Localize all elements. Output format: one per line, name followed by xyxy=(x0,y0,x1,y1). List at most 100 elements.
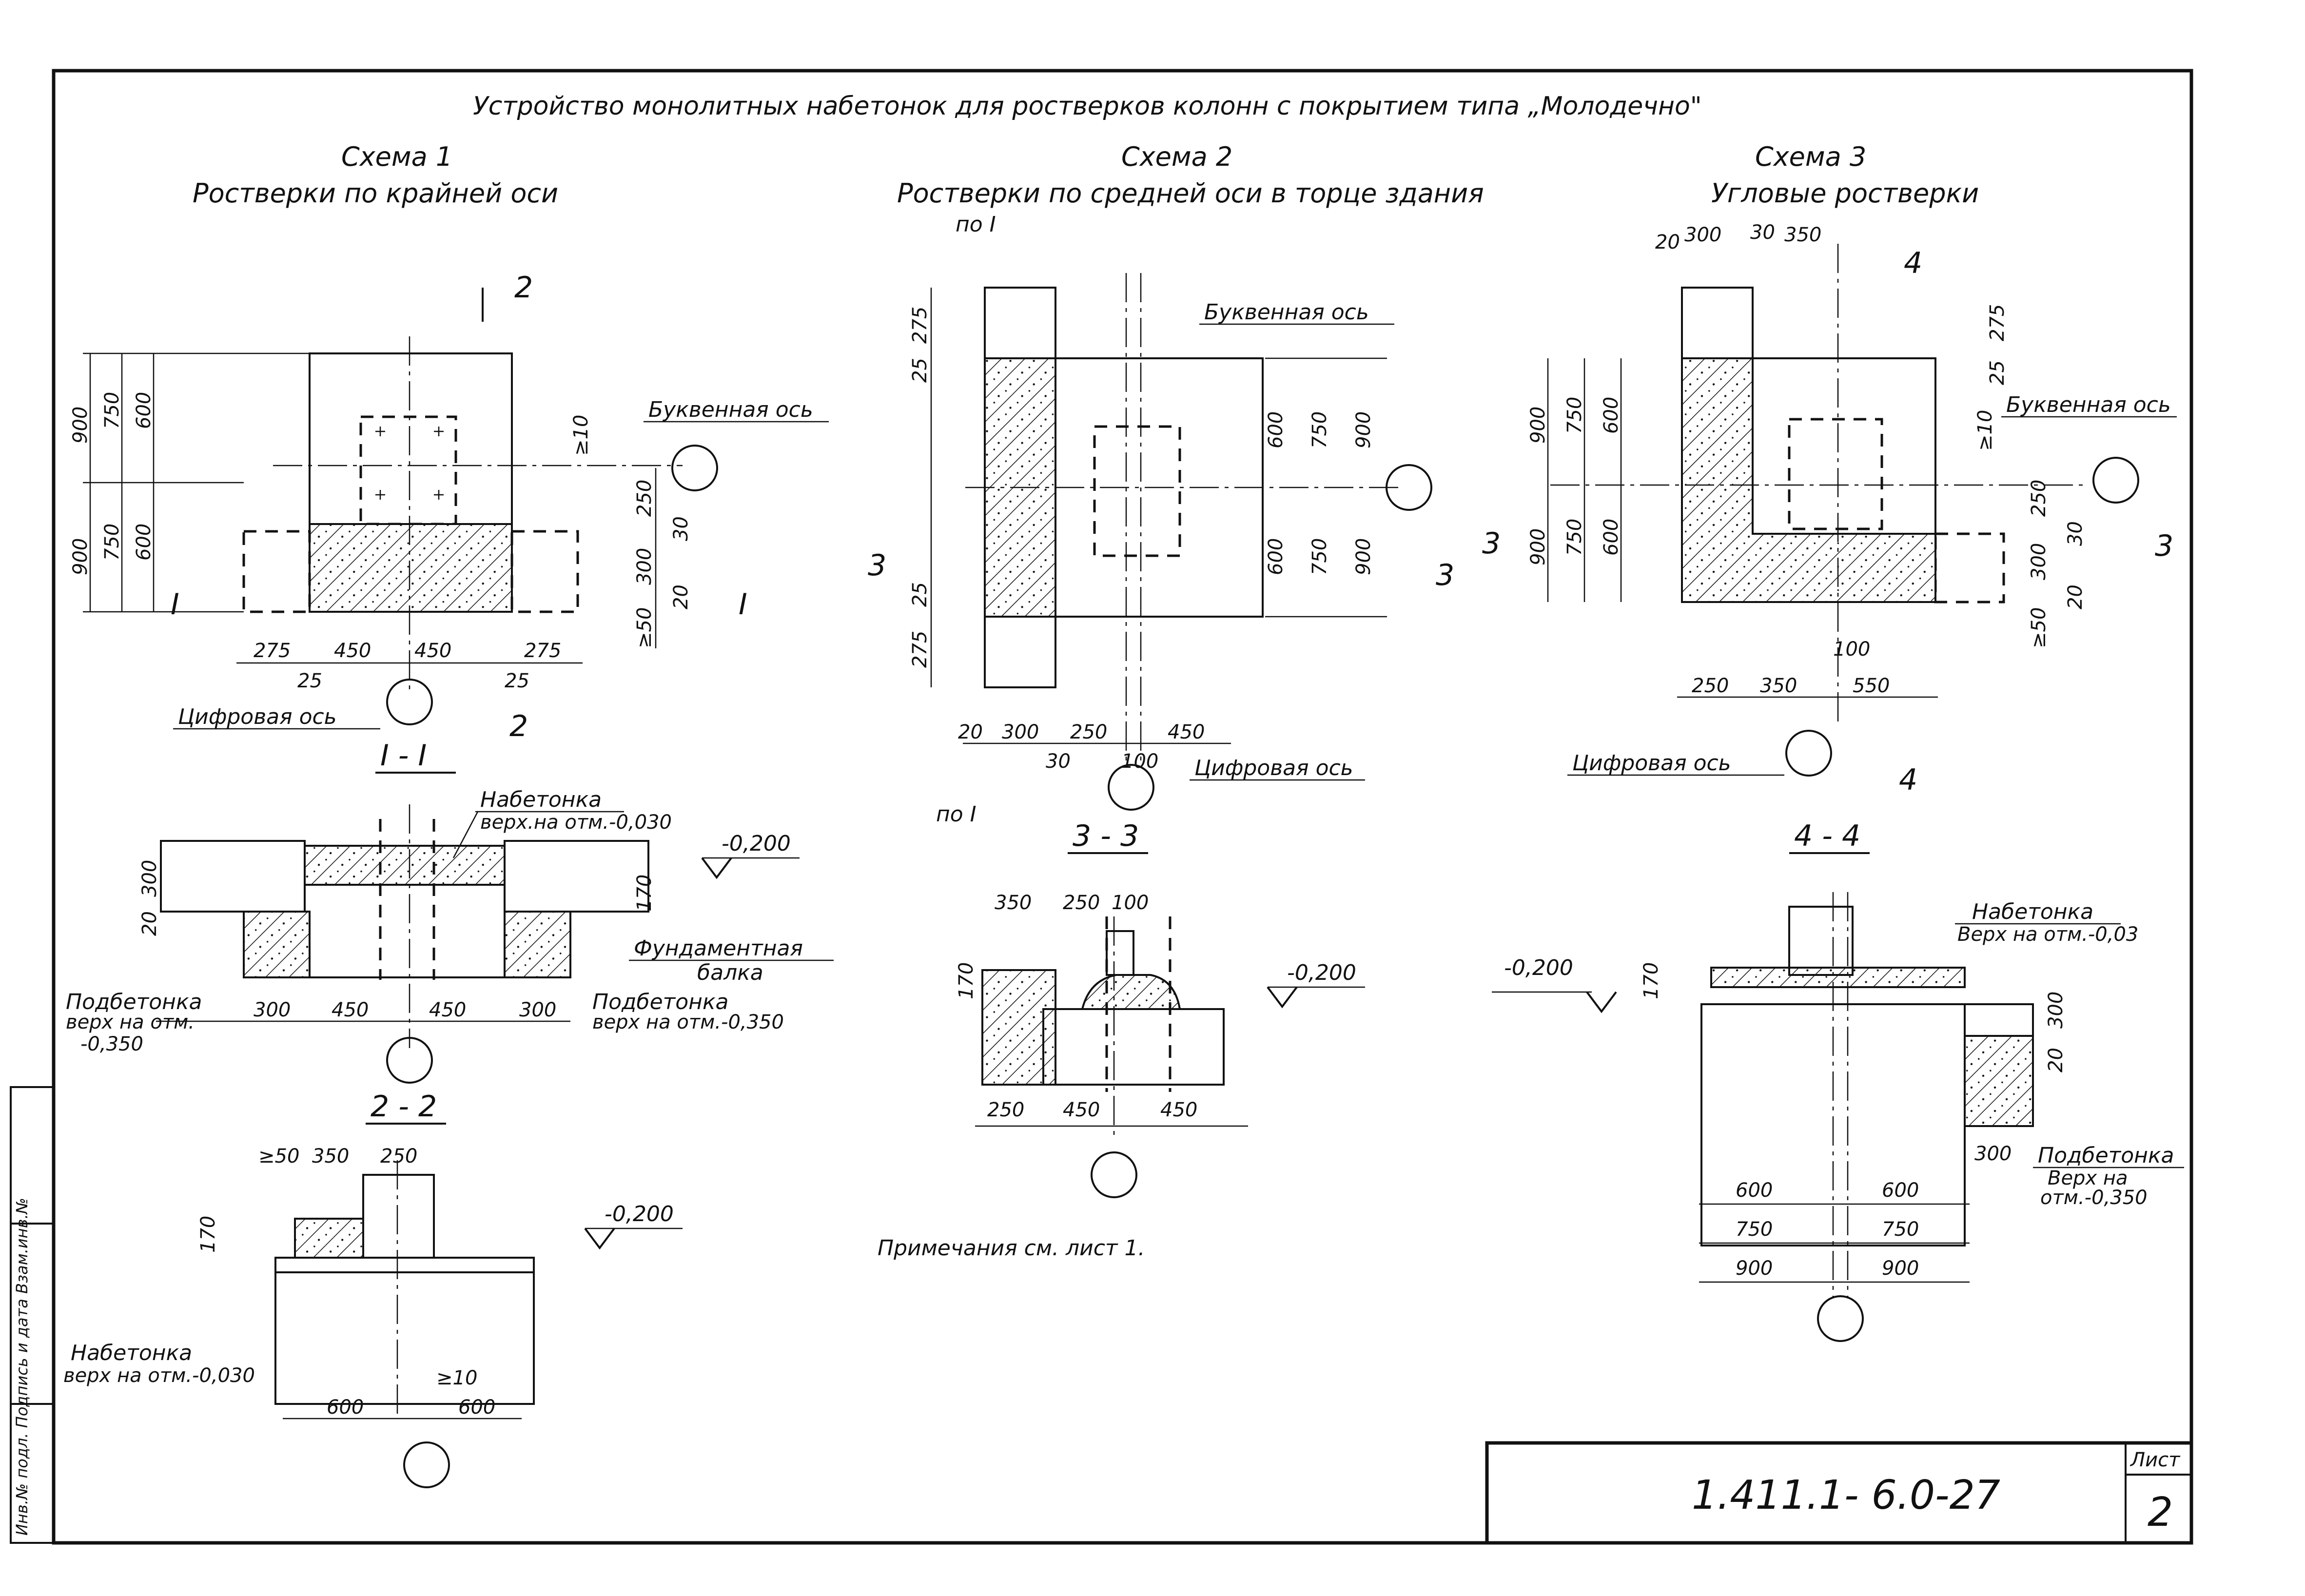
section-mark-4: 4 xyxy=(1899,763,1917,797)
dim-20: 20 xyxy=(2045,1048,2067,1072)
dim-900: 900 xyxy=(1352,538,1375,575)
dim-450: 450 xyxy=(414,640,451,662)
scheme-1-subtitle: Ростверки по крайней оси xyxy=(193,178,558,209)
dim-ge10: ≥10 xyxy=(1974,410,1996,451)
podbetonka-label: Подбетонка xyxy=(2038,1143,2174,1168)
section-I-I: I - I 300 450 450 300 300 20 170 Набетон… xyxy=(66,739,834,1084)
digit-axis-bubble xyxy=(1091,1151,1137,1198)
dim-900: 900 xyxy=(1352,411,1375,448)
level-mark: -0,200 xyxy=(605,1202,674,1226)
scheme-3-plan: 900 750 600 900 750 600 20 300 30 350 27… xyxy=(1482,221,2177,797)
digit-axis-label: Цифровая ось xyxy=(1194,756,1353,780)
dim-25: 25 xyxy=(909,358,931,383)
scheme-2-subtitle: Ростверки по средней оси в торце здания xyxy=(897,178,1484,209)
section-3-3-label: 3 - 3 xyxy=(1073,819,1139,853)
dim-600: 600 xyxy=(133,392,155,429)
dim-100: 100 xyxy=(1121,750,1158,773)
letter-axis-label: Буквенная ось xyxy=(648,397,813,422)
dim-900: 900 xyxy=(69,407,92,444)
dim-750: 750 xyxy=(1563,519,1586,556)
dim-100: 100 xyxy=(1112,892,1149,914)
scheme-3-subtitle: Угловые ростверки xyxy=(1711,178,1979,209)
dim-900: 900 xyxy=(1882,1257,1919,1280)
dim-20: 20 xyxy=(958,721,983,743)
dim-600: 600 xyxy=(327,1396,364,1419)
dim-750: 750 xyxy=(1563,397,1586,434)
section-mark-3: 3 xyxy=(1482,526,1501,561)
dim-300: 300 xyxy=(254,999,291,1021)
dim-250: 250 xyxy=(987,1099,1024,1121)
dim-ge10: ≥10 xyxy=(436,1367,477,1389)
letter-axis-bubble xyxy=(1386,464,1432,511)
podbetonka-label: Подбетонка xyxy=(66,990,202,1014)
nabetonka-label: Набетонка xyxy=(71,1341,192,1365)
section-mark-3: 3 xyxy=(2155,529,2173,563)
dim-250: 250 xyxy=(1063,892,1100,914)
section-4-4-label: 4 - 4 xyxy=(1794,819,1860,853)
dim-600: 600 xyxy=(1600,397,1622,434)
dim-ge50: ≥50 xyxy=(2028,607,2050,648)
dim-275: 275 xyxy=(524,640,561,662)
podbetonka-top-label: -0,350 xyxy=(80,1033,143,1055)
level-mark: -0,200 xyxy=(1504,955,1573,980)
dim-20: 20 xyxy=(670,584,692,609)
dim-30: 30 xyxy=(1046,750,1071,773)
section-4-4: 4 - 4 Набетонка Верх на отм.-0,03 -0,200… xyxy=(1492,819,2184,1342)
dim-450: 450 xyxy=(334,640,371,662)
dim-30: 30 xyxy=(1750,221,1775,244)
title-block: 1.411.1- 6.0-27 Лист 2 xyxy=(1485,1441,2193,1545)
dim-300: 300 xyxy=(1684,224,1721,246)
dim-750: 750 xyxy=(1882,1218,1919,1241)
dim-250: 250 xyxy=(380,1145,417,1168)
nabetonka-label: Набетонка xyxy=(480,787,602,812)
dim-450: 450 xyxy=(429,999,466,1021)
dim-600: 600 xyxy=(1736,1179,1773,1202)
dim-300: 300 xyxy=(1002,721,1039,743)
side-strip: Инв.№ подл. Подпись и дата Взам.инв.№ xyxy=(10,1086,55,1544)
dim-600: 600 xyxy=(1265,411,1287,448)
dim-170: 170 xyxy=(633,875,656,912)
dim-300: 300 xyxy=(2045,992,2067,1029)
dim-25: 25 xyxy=(505,670,529,692)
dim-170: 170 xyxy=(197,1216,219,1253)
digit-axis-bubble xyxy=(1785,730,1832,777)
digit-axis-label: Цифровая ось xyxy=(1572,751,1731,776)
dim-600: 600 xyxy=(1600,519,1622,556)
dim-350: 350 xyxy=(1784,224,1821,246)
section-mark-I: I xyxy=(739,587,747,622)
sheet-title: Устройство монолитных набетонок для рост… xyxy=(473,92,1702,121)
dim-25: 25 xyxy=(909,582,931,607)
sheet-frame xyxy=(52,69,2193,1545)
podbetonka-top-label: Верх на xyxy=(2048,1167,2128,1189)
letter-axis-label: Буквенная ось xyxy=(1204,300,1369,325)
dim-300: 300 xyxy=(2028,543,2050,580)
section-I-I-label: I - I xyxy=(380,739,427,773)
dim-350: 350 xyxy=(995,892,1032,914)
po-I-label: по I xyxy=(936,802,977,827)
podbetonka-top-label: верх на отм. xyxy=(66,1011,195,1033)
podbetonka-top-label: верх на отм.-0,350 xyxy=(592,1011,784,1033)
dim-275: 275 xyxy=(909,631,931,668)
notes-reference: Примечания см. лист 1. xyxy=(878,1236,1145,1261)
dim-750: 750 xyxy=(1309,411,1331,448)
dim-450: 450 xyxy=(1168,721,1205,743)
dim-250: 250 xyxy=(2028,480,2050,517)
dim-450: 450 xyxy=(332,999,369,1021)
stamp-code: 1.411.1- 6.0-27 xyxy=(1692,1472,2000,1518)
dim-275: 275 xyxy=(254,640,291,662)
section-mark-4: 4 xyxy=(1904,246,1922,280)
digit-axis-label: Цифровая ось xyxy=(178,704,337,729)
dim-450: 450 xyxy=(1063,1099,1100,1121)
dim-750: 750 xyxy=(101,392,123,429)
dim-100: 100 xyxy=(1833,638,1870,661)
nabetonka-top-label: верх на отм.-0,030 xyxy=(63,1364,255,1387)
dim-900: 900 xyxy=(1527,407,1549,444)
dim-600: 600 xyxy=(458,1396,495,1419)
digit-axis-bubble xyxy=(1108,764,1154,811)
dim-25: 25 xyxy=(297,670,322,692)
section-mark-2: 2 xyxy=(514,271,533,305)
letter-axis-bubble xyxy=(671,445,718,491)
dim-300: 300 xyxy=(633,548,656,585)
digit-axis-bubble xyxy=(403,1441,450,1488)
